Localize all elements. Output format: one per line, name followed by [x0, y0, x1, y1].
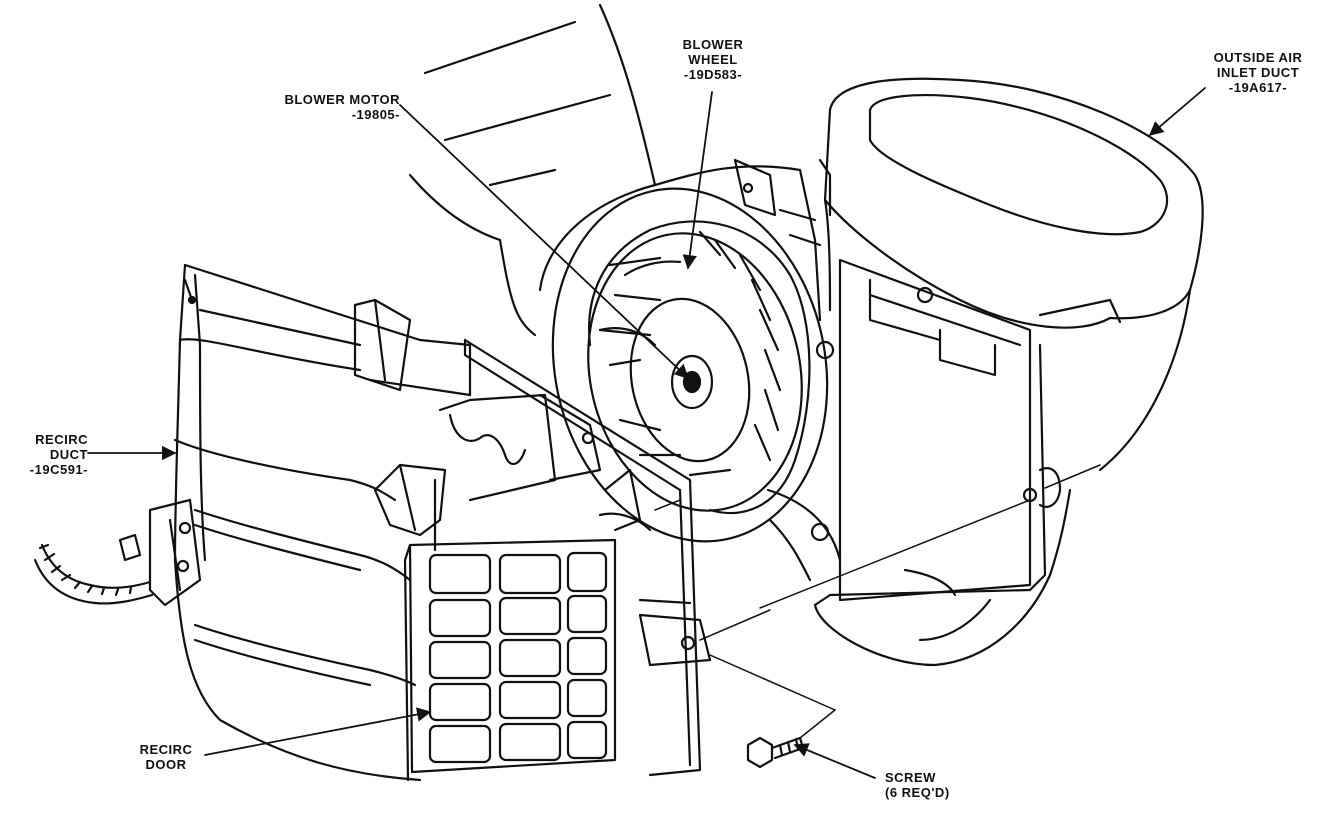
label-leader-lines: [87, 87, 1206, 779]
blower-housing: [538, 158, 842, 582]
recirc-duct: [173, 263, 422, 782]
assembly-alignment-lines: [654, 464, 1101, 739]
label-recirc-door: RECIRC DOOR: [139, 742, 193, 772]
dash-panel-outline: [408, 3, 657, 337]
label-outside-air-inlet-duct: OUTSIDE AIR INLET DUCT -19A617-: [1213, 50, 1303, 95]
screw: [746, 736, 805, 769]
outside-air-inlet-duct: [813, 77, 1204, 667]
recirc-door-grille: [403, 538, 617, 782]
label-recirc-duct: RECIRC DUCT -19C591-: [29, 432, 88, 477]
label-blower-motor: BLOWER MOTOR -19805-: [284, 92, 400, 122]
label-screw: SCREW (6 REQ'D): [885, 770, 950, 800]
recirc-duct-side-plate: [353, 298, 712, 777]
label-blower-wheel: BLOWER WHEEL -19D583-: [682, 37, 744, 82]
blower-wheel: [598, 230, 782, 477]
motor-wire-harness: [33, 498, 202, 607]
